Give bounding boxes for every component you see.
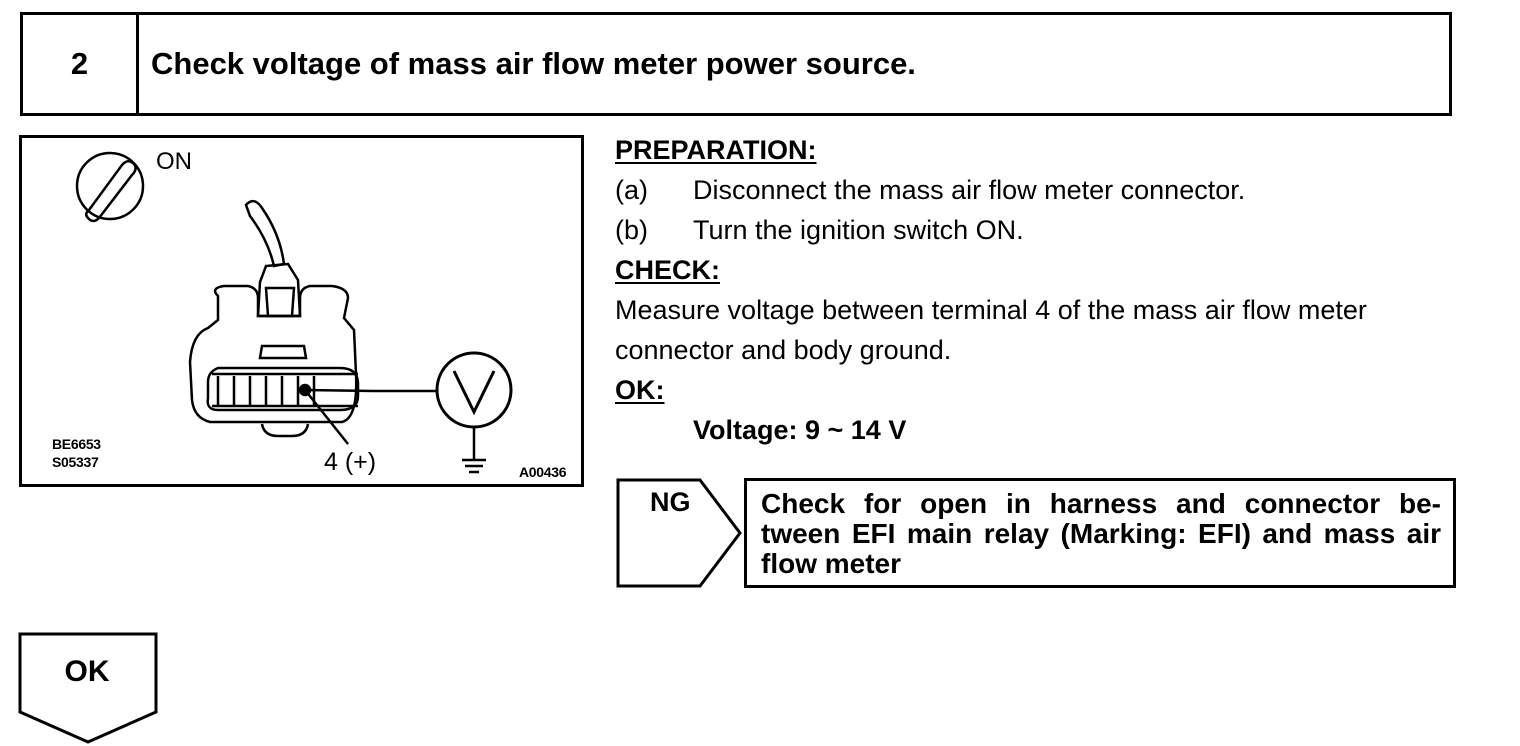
ng-label: NG: [650, 487, 691, 517]
item-tag: (a): [615, 175, 648, 205]
voltmeter-icon: [435, 351, 513, 429]
item-text: Disconnect the mass air flow meter conne…: [693, 175, 1246, 205]
ignition-key-icon: [75, 151, 145, 223]
item-text: Turn the ignition switch ON.: [693, 215, 1024, 245]
figure-code-2: S05337: [52, 454, 99, 470]
check-heading: CHECK:: [615, 255, 720, 285]
instructions: PREPARATION: (a) Disconnect the mass air…: [615, 130, 1475, 450]
ok-heading: OK:: [615, 375, 665, 405]
figure-code-1: BE6653: [52, 436, 101, 452]
connector-icon: [188, 199, 360, 438]
wiring-figure: ON 4 (+) BE6653 S05337 A00436: [19, 135, 584, 487]
preparation-heading: PREPARATION:: [615, 135, 817, 165]
check-text: Measure voltage between terminal 4 of th…: [615, 295, 1367, 365]
list-item: (b) Turn the ignition switch ON.: [615, 210, 1475, 250]
wiring-diagram: [75, 151, 513, 474]
ok-arrow-icon: [18, 632, 158, 744]
test-lead: [298, 383, 436, 445]
ok-label: OK: [64, 655, 110, 688]
figure-code-3: A00436: [519, 464, 567, 480]
step-title: Check voltage of mass air flow meter pow…: [151, 46, 916, 81]
ng-action-box: Check for open in harness and connector …: [744, 478, 1456, 588]
terminal-label: 4 (+): [324, 448, 377, 476]
ok-spec: Voltage: 9 ~ 14 V: [693, 415, 907, 445]
list-item: (a) Disconnect the mass air flow meter c…: [615, 170, 1475, 210]
step-number: 2: [23, 15, 139, 113]
step-header: 2 Check voltage of mass air flow meter p…: [20, 12, 1452, 116]
ng-arrow-icon: [616, 478, 742, 588]
item-tag: (b): [615, 215, 648, 245]
ground-icon: [462, 427, 486, 474]
ignition-on-label: ON: [156, 148, 192, 175]
